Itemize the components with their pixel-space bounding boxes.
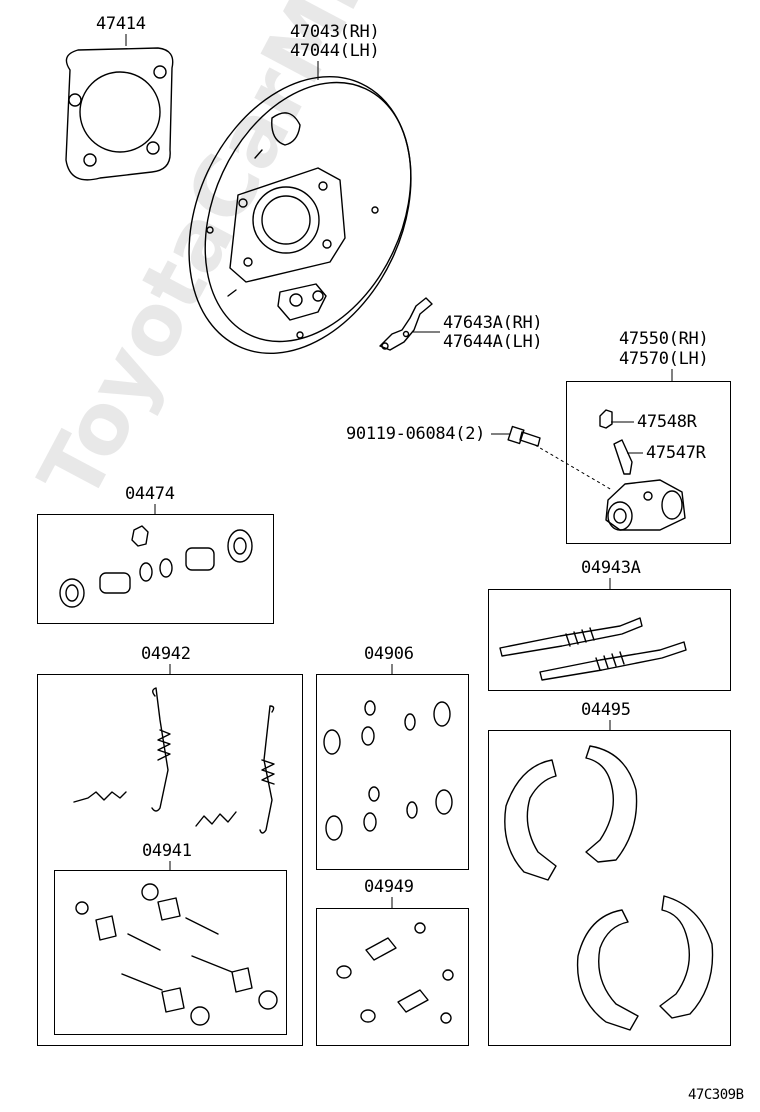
label-47643a-rh: 47643A(RH) [443, 313, 543, 333]
label-47043-rh: 47043(RH) [290, 22, 380, 42]
bleeder-plug-47547r [613, 439, 633, 475]
cups-04906 [323, 700, 453, 841]
label-47547r: 47547R [646, 443, 706, 463]
box-04949 [316, 908, 469, 1046]
label-04474: 04474 [125, 484, 175, 504]
box-04942 [37, 674, 303, 1046]
gasket-47414 [65, 47, 174, 181]
hold-down-kit-04941 [75, 883, 278, 1026]
box-04906 [316, 674, 469, 870]
leader-90119-dashed [534, 444, 613, 491]
brake-shoes-04495 [504, 745, 714, 1031]
label-04942: 04942 [141, 644, 191, 664]
label-90119-06084: 90119-06084(2) [346, 424, 486, 444]
label-47044-lh: 47044(LH) [290, 41, 380, 61]
label-47570-lh: 47570(LH) [619, 349, 709, 369]
wheel-cylinder-47550 [599, 409, 686, 531]
backing-plate-47043 [188, 75, 412, 355]
box-wheel-cylinder-assy [566, 381, 731, 544]
adjusters-04943a [499, 617, 687, 681]
bracket-47643a [379, 297, 433, 351]
leader-lines [125, 34, 673, 908]
label-47414: 47414 [96, 14, 146, 34]
springs-04942 [73, 687, 275, 834]
boots-04949 [336, 922, 454, 1024]
label-04941: 04941 [142, 841, 192, 861]
label-47548r: 47548R [637, 412, 697, 432]
diagram-code: 47C309B [688, 1087, 744, 1103]
kit-04474-parts [59, 525, 253, 608]
label-04949: 04949 [364, 877, 414, 897]
box-04941 [54, 870, 287, 1035]
label-04906: 04906 [364, 644, 414, 664]
label-04943a: 04943A [581, 558, 641, 578]
label-04495: 04495 [581, 700, 631, 720]
bolt-90119 [507, 425, 541, 447]
box-04495 [488, 730, 731, 1046]
bleeder-cap-47548r [599, 409, 613, 429]
box-04474 [37, 514, 274, 624]
box-04943a [488, 589, 731, 691]
label-47550-rh: 47550(RH) [619, 329, 709, 349]
label-47644a-lh: 47644A(LH) [443, 332, 543, 352]
